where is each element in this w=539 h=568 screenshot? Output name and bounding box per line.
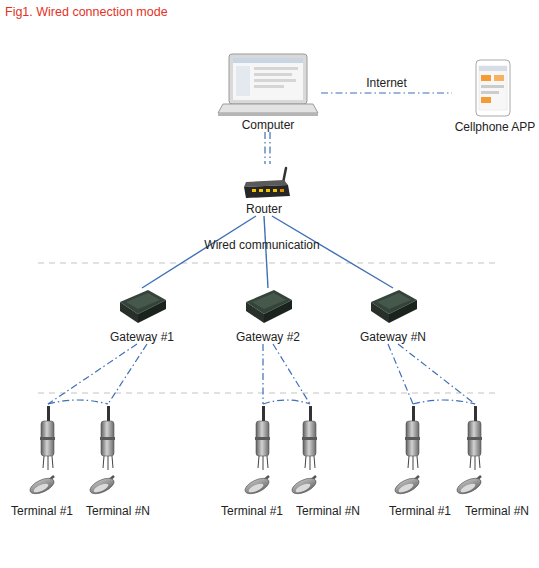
node-label: Gateway #N bbox=[360, 330, 426, 344]
screen-line bbox=[254, 85, 284, 88]
screen-line bbox=[254, 79, 296, 82]
gateway-device bbox=[371, 290, 417, 323]
gateway-node: Gateway #1 bbox=[105, 288, 179, 344]
node-label: Terminal #1 bbox=[221, 504, 283, 518]
router-body bbox=[244, 185, 290, 198]
app-tile bbox=[481, 75, 491, 81]
wired-link bbox=[272, 216, 393, 288]
dash-dot-link bbox=[262, 344, 263, 404]
wired-link bbox=[142, 216, 256, 288]
app-tile bbox=[481, 97, 491, 103]
app-line bbox=[481, 91, 499, 94]
separator bbox=[38, 392, 500, 393]
terminal-device bbox=[290, 406, 319, 497]
dash-dot-link bbox=[48, 344, 137, 404]
node-label: Gateway #2 bbox=[236, 330, 300, 344]
phone-bar bbox=[479, 66, 507, 71]
computer-node: Computer bbox=[215, 52, 321, 132]
laptop-screen bbox=[229, 54, 307, 104]
gateway-node: Gateway #N bbox=[356, 288, 430, 344]
app-tile bbox=[494, 75, 504, 81]
cellphone-node: Cellphone APP bbox=[452, 56, 538, 134]
terminal-device bbox=[28, 406, 57, 497]
app-line bbox=[481, 85, 504, 88]
node-label: Router bbox=[246, 202, 282, 216]
node-label: Computer bbox=[242, 118, 295, 132]
dash-dot-link bbox=[273, 344, 310, 404]
terminal-node: Terminal #1 bbox=[217, 404, 287, 518]
router-light bbox=[266, 189, 270, 192]
screen-line bbox=[254, 67, 298, 70]
dash-dot-link bbox=[48, 400, 108, 404]
gateway-device bbox=[120, 290, 166, 323]
node-label: Terminal #N bbox=[86, 504, 150, 518]
terminal-device bbox=[88, 406, 117, 497]
node-label: Terminal #N bbox=[296, 504, 360, 518]
router-light bbox=[252, 189, 256, 192]
terminal-device bbox=[455, 406, 484, 497]
separator bbox=[38, 262, 500, 263]
wired-link bbox=[264, 216, 268, 288]
gateway-node: Gateway #2 bbox=[231, 288, 305, 344]
router-light bbox=[259, 189, 263, 192]
dash-dot-link bbox=[398, 344, 475, 404]
gateway-device bbox=[246, 290, 292, 323]
terminal-device bbox=[243, 406, 272, 497]
node-label: Terminal #1 bbox=[11, 504, 73, 518]
laptop-display bbox=[233, 58, 303, 100]
screen-panel bbox=[236, 66, 250, 96]
node-label: Cellphone APP bbox=[455, 120, 536, 134]
terminal-device bbox=[393, 406, 422, 497]
router-light bbox=[273, 189, 277, 192]
screen-line bbox=[254, 73, 292, 76]
figure-title: Fig1. Wired connection mode bbox=[5, 5, 168, 20]
node-label: Gateway #1 bbox=[110, 330, 174, 344]
dash-dot-link bbox=[388, 344, 413, 404]
dash-dot-link bbox=[265, 132, 270, 164]
terminal-node: Terminal #1 bbox=[7, 404, 77, 518]
node-label: Terminal #1 bbox=[389, 504, 451, 518]
router-node: Router bbox=[236, 164, 292, 216]
edge-label: Internet bbox=[366, 76, 407, 90]
dash-dot-link bbox=[108, 344, 147, 404]
terminal-node: Terminal #N bbox=[462, 404, 532, 518]
screen-bar bbox=[233, 58, 303, 63]
phone-body bbox=[476, 60, 510, 116]
dash-dot-link bbox=[413, 400, 475, 404]
laptop-base bbox=[218, 104, 318, 113]
terminal-node: Terminal #1 bbox=[385, 404, 455, 518]
laptop-edge bbox=[218, 113, 318, 116]
annotation-label: Wired communication bbox=[204, 238, 319, 252]
phone-screen bbox=[479, 66, 507, 110]
node-label: Terminal #N bbox=[465, 504, 529, 518]
dash-dot-link bbox=[321, 92, 452, 93]
terminal-node: Terminal #N bbox=[83, 404, 153, 518]
router-light bbox=[280, 189, 284, 192]
dash-dot-link bbox=[263, 400, 310, 404]
terminal-node: Terminal #N bbox=[293, 404, 363, 518]
